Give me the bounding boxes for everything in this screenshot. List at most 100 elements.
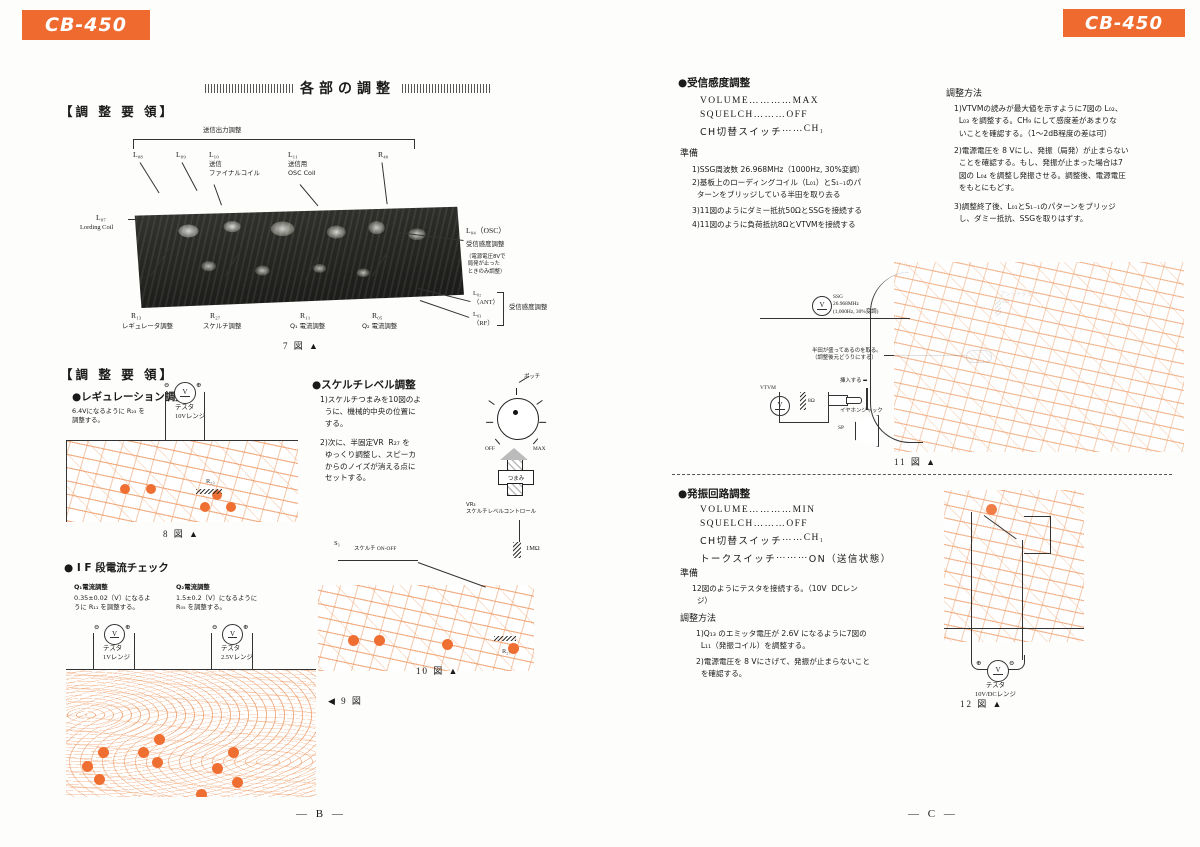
setting-dots: ……… bbox=[776, 551, 809, 561]
knob-shaft-lower bbox=[507, 483, 523, 496]
if-meter-2-label: テスタ 2.5Vレンジ bbox=[221, 645, 253, 661]
fig9-pcb-artwork bbox=[66, 669, 316, 797]
sensitivity-prep-label: 準備 bbox=[680, 149, 699, 159]
earphone-plug-tip bbox=[846, 397, 862, 404]
fig7-label-l11: L₁₁ bbox=[288, 150, 298, 159]
fig12-meter-label: テスタ 10V/DCレンジ bbox=[975, 682, 1016, 698]
fig11-chassis-outline bbox=[870, 272, 923, 443]
sensitivity-prep-4: 4)11図のように負荷抵抗8ΩとVTVMを接続する bbox=[692, 220, 856, 229]
fig7-label-r27-desc: スケルチ調整 bbox=[203, 322, 242, 330]
fig7-caption: 7 図 ▲ bbox=[283, 341, 320, 351]
model-badge-right: CB-450 bbox=[1063, 9, 1185, 37]
knob-pointer-dot bbox=[513, 410, 518, 415]
fig7-label-r11-desc: Q₁ 電流調整 bbox=[290, 322, 326, 330]
resistor-1m-label: 1MΩ bbox=[526, 545, 540, 552]
trimmer-symbol bbox=[196, 489, 222, 494]
setting-name: CH切替スイッチ bbox=[700, 127, 782, 138]
fig8-caption: 8 図 ▲ bbox=[163, 529, 200, 539]
knob-max-label: MAX bbox=[533, 446, 546, 452]
knob-box-text: つまみ bbox=[507, 475, 525, 482]
fig7-label-l10-desc: 送信 ファイナルコイル bbox=[209, 160, 260, 177]
knob-tick bbox=[539, 421, 547, 424]
meter-glyph: V bbox=[180, 388, 190, 397]
meter-glyph: V bbox=[775, 401, 785, 410]
if-block2-text: 1.5±0.2〔V〕になるように R₀₅ を調整する。 bbox=[176, 594, 258, 611]
fig7-label-l04-note: （電源電圧8Vで 局発が止った ときのみ調整） bbox=[466, 254, 506, 275]
if-meter-2: V bbox=[222, 624, 243, 645]
squelch-step-2: 2)次に、半固定VR R₂₇ を ゆっくり調整し、スピーカ からのノイズが消える… bbox=[320, 438, 416, 483]
leader-line bbox=[213, 184, 222, 206]
meter-minus-sign: ⊖ bbox=[212, 624, 218, 631]
oscillator-settings: VOLUME ………… MIN SQUELCH ……… OFF CH切替スイッチ… bbox=[700, 505, 892, 565]
knob-tick bbox=[536, 399, 543, 406]
fig8-border bbox=[66, 440, 67, 522]
fig11-sp-label: SP bbox=[838, 425, 844, 431]
meter-minus-sign: ⊖ bbox=[164, 382, 170, 389]
regulation-note: 6.4Vになるように R₂₃ を 調整する。 bbox=[72, 407, 145, 424]
knob-tick bbox=[532, 438, 539, 445]
leader-line bbox=[181, 162, 198, 191]
squelch-title: ●スケルチレベル調整 bbox=[312, 379, 416, 391]
pcb-pad bbox=[120, 484, 130, 494]
setting-value: CH₁ bbox=[803, 124, 825, 134]
squelch-knob[interactable] bbox=[497, 398, 539, 440]
knob-tick bbox=[516, 388, 518, 395]
setting-name: トークスイッチ bbox=[700, 554, 777, 565]
load-resistor-8ohm bbox=[800, 392, 806, 410]
fig7-label-r27: R₂₇ bbox=[210, 311, 221, 320]
pcb-pad bbox=[232, 777, 243, 788]
leader-line bbox=[128, 219, 158, 220]
meter-minus-sign: ⊖ bbox=[1009, 660, 1015, 667]
model-badge-left: CB-450 bbox=[22, 10, 150, 40]
oscillator-method-2: 2)電源電圧を 8 Vにさげて、発振が止まらないこと を確認する。 bbox=[696, 657, 870, 679]
setting-name: VOLUME bbox=[700, 505, 750, 515]
hatch-rule-right bbox=[402, 83, 490, 93]
fig12-meter-symbol: V bbox=[987, 660, 1009, 682]
oscillator-prep-1: 12図のようにテスタを接続する。（10V DCレン ジ） bbox=[692, 584, 858, 606]
if-meter-1: V bbox=[104, 624, 125, 645]
setting-dots: ………… bbox=[749, 96, 793, 106]
page-number-right: — C — bbox=[908, 808, 958, 820]
fig7-label-r40: R₄₀ bbox=[378, 150, 389, 159]
fig10-pcb-artwork bbox=[318, 585, 534, 671]
leader-line bbox=[381, 162, 388, 205]
fig8-border bbox=[66, 440, 298, 441]
sensitivity-title: ●受信感度調整 bbox=[678, 77, 751, 89]
fig8-pcb-ref: R₂₃ bbox=[206, 478, 215, 485]
setting-dots: …… bbox=[781, 124, 804, 134]
pcb-pad bbox=[228, 747, 239, 758]
pcb-pad bbox=[212, 490, 222, 500]
pcb-pad bbox=[226, 502, 236, 512]
sensitivity-settings: VOLUME ………… MAX SQUELCH ……… OFF CH切替スイッチ… bbox=[700, 96, 825, 138]
fig7-label-l07: L₀₇ bbox=[96, 213, 106, 222]
if-block2-title: Q₂電流調整 bbox=[176, 583, 210, 591]
pcb-pad bbox=[146, 484, 156, 494]
section-title-group: 各部の調整 bbox=[205, 78, 490, 98]
leader-line bbox=[299, 184, 319, 207]
fig8-pcb-artwork bbox=[66, 440, 298, 522]
fig7-label-r11: R₁₁ bbox=[300, 311, 311, 320]
leader-line bbox=[139, 162, 160, 194]
if-block1-text: 0.35±0.02〔V〕になるよ うに R₁₁ を調整する。 bbox=[74, 594, 151, 611]
meter-plus-sign: ⊕ bbox=[125, 624, 131, 631]
fig7-right-bracket bbox=[497, 292, 504, 326]
fig7-label-l03: L₀₃ （RF） bbox=[473, 311, 494, 327]
fig12-pcb-artwork bbox=[944, 490, 1084, 642]
fig12-border bbox=[944, 628, 1084, 629]
potentiometer-symbol bbox=[513, 542, 521, 558]
squelch-step-1: 1)スケルチつまみを10図のよ うに、機械的中央の位置に する。 bbox=[320, 395, 421, 428]
fig10-pcb-ref: R₂₇ bbox=[502, 648, 511, 655]
fig11-jack-label: イヤホンジャック bbox=[840, 408, 883, 414]
fig11-solder-note: 半田が盛ってあるのを取る。 （調整後元どうりにする） bbox=[812, 348, 882, 362]
setting-value: OFF bbox=[786, 110, 808, 120]
meter-plus-sign: ⊕ bbox=[196, 382, 202, 389]
setting-dots: …… bbox=[781, 533, 804, 543]
meter-plus-sign: ⊕ bbox=[243, 624, 249, 631]
knob-tick bbox=[486, 421, 494, 424]
switch-wire bbox=[338, 560, 418, 561]
if-probe-wires-2 bbox=[211, 633, 253, 670]
knob-tick bbox=[494, 438, 501, 445]
setting-value: OFF bbox=[786, 519, 808, 529]
pcb-pad bbox=[94, 774, 105, 785]
setting-value: MAX bbox=[792, 96, 820, 106]
